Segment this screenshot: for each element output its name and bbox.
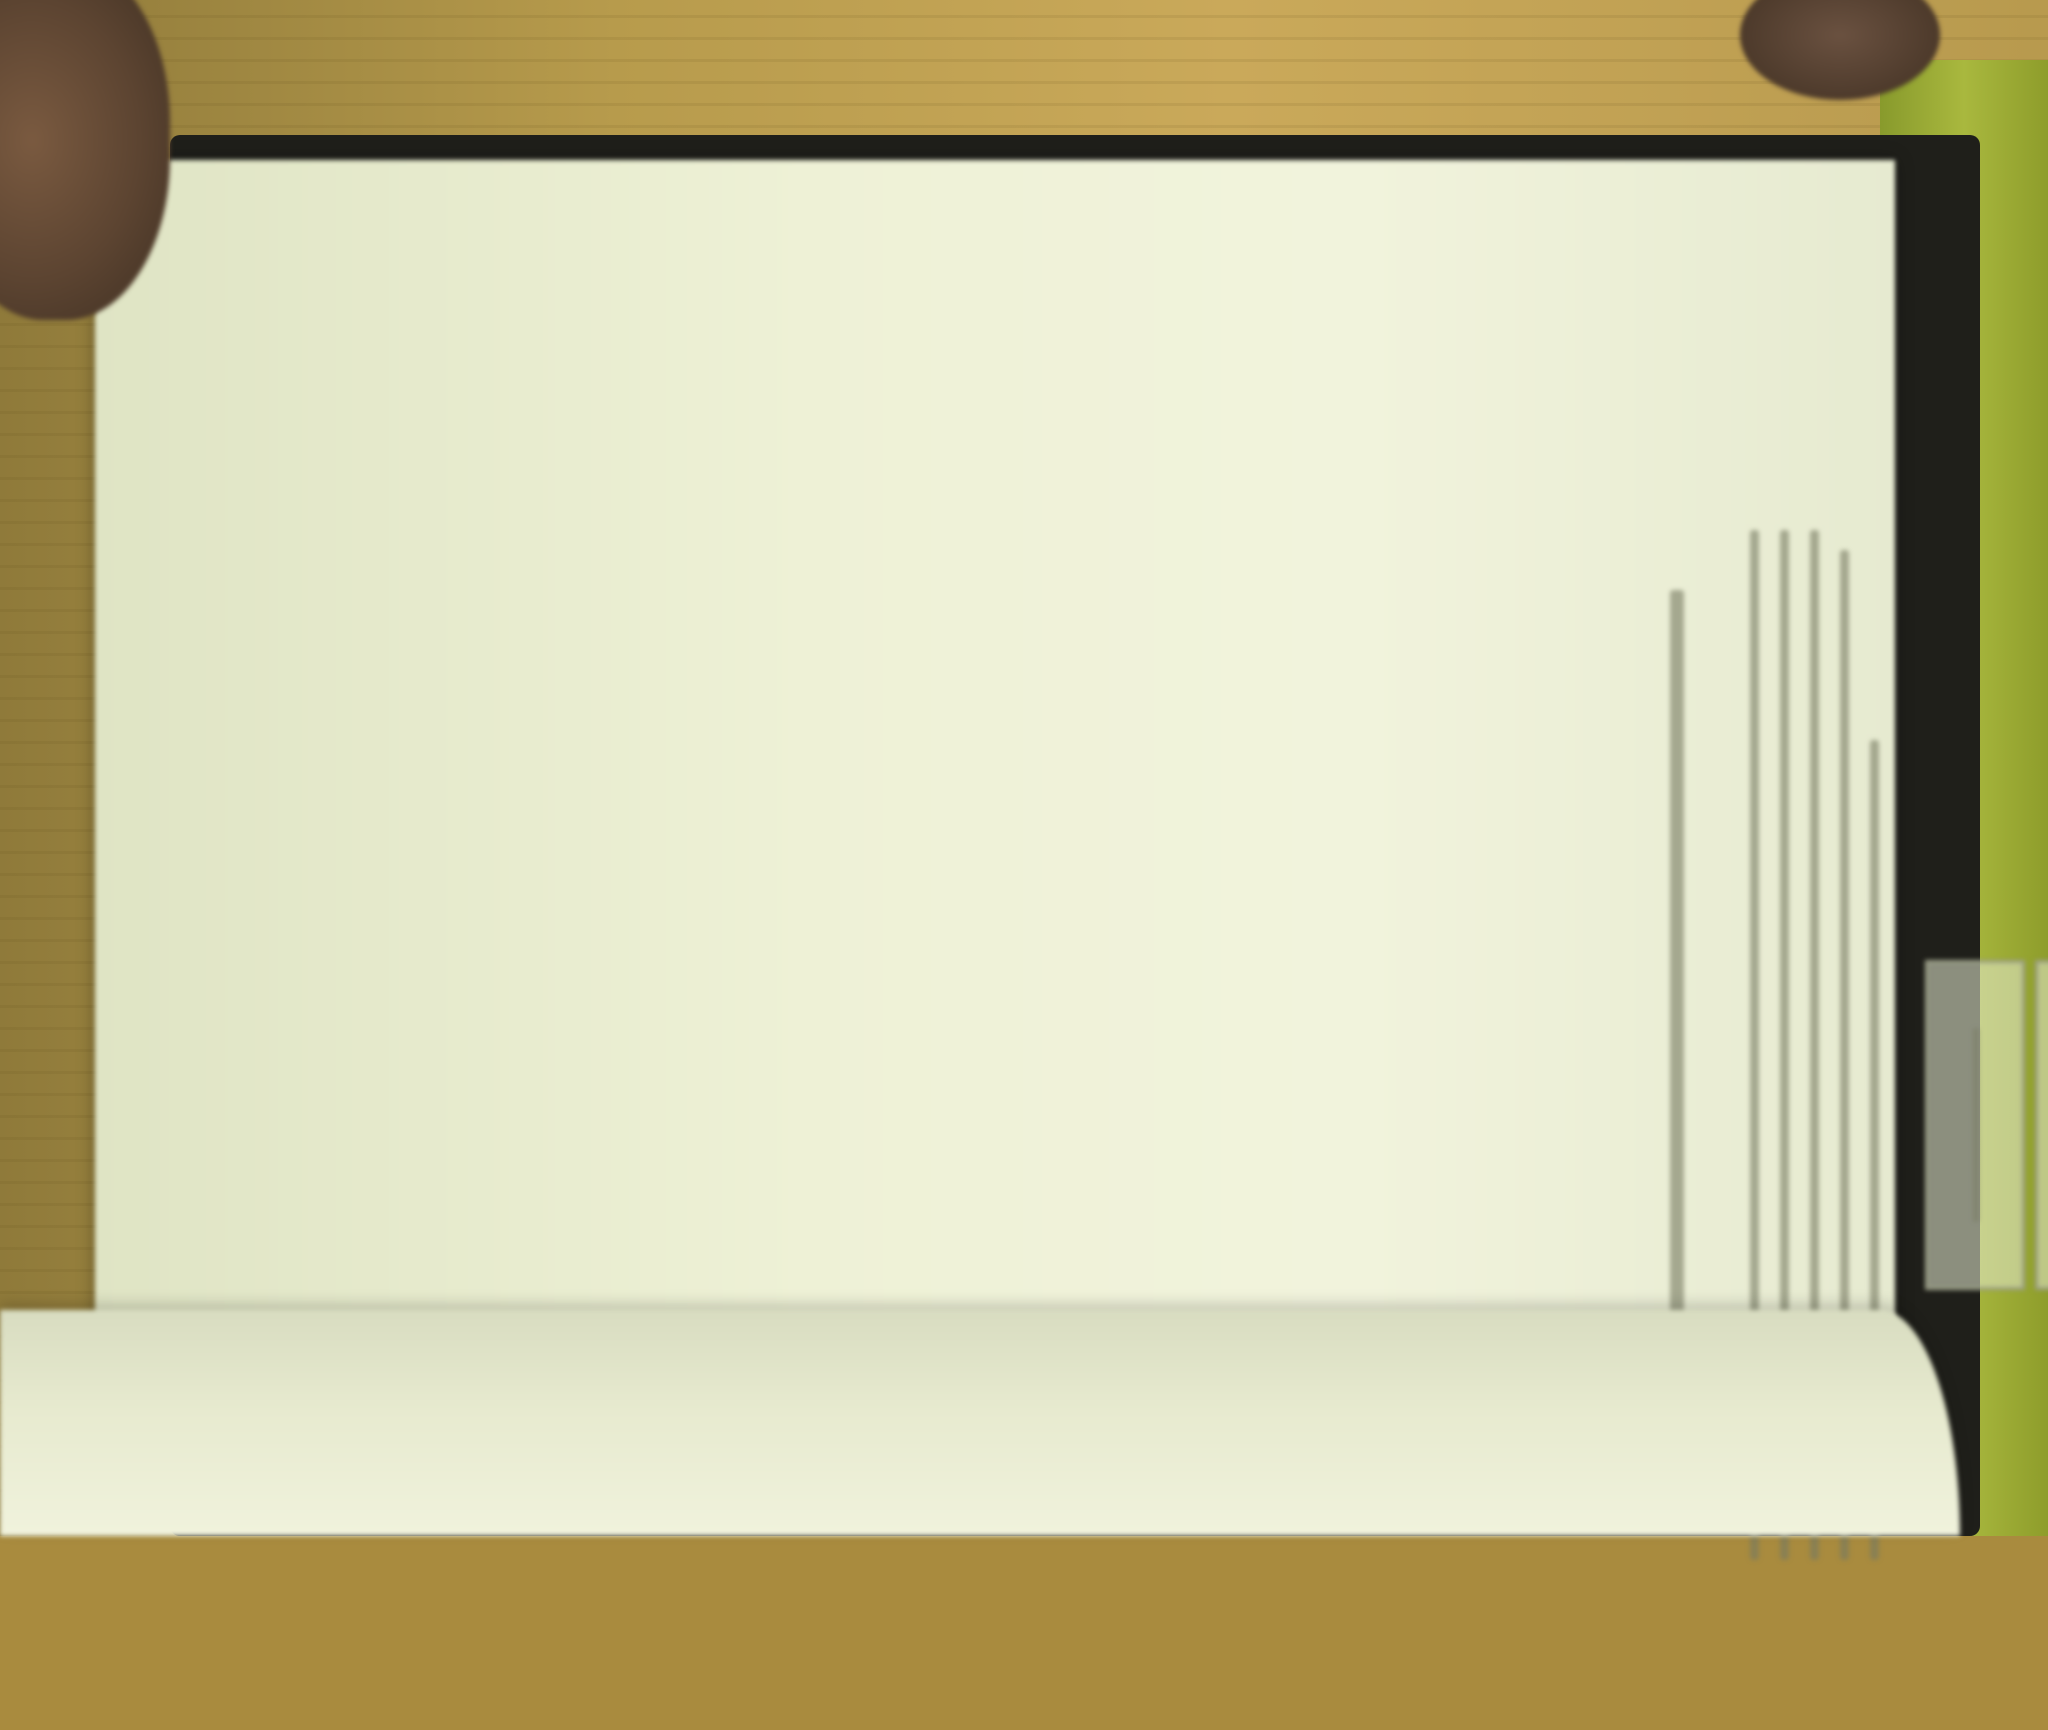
document-page [95, 160, 2048, 1560]
heading-line [1670, 590, 1684, 1370]
fingertip [1740, 0, 1940, 100]
diagram-box-top [2035, 960, 2048, 1290]
hand [0, 0, 170, 320]
curled-page-edge [0, 1310, 1960, 1536]
diagram-box-top [1925, 960, 2025, 1290]
